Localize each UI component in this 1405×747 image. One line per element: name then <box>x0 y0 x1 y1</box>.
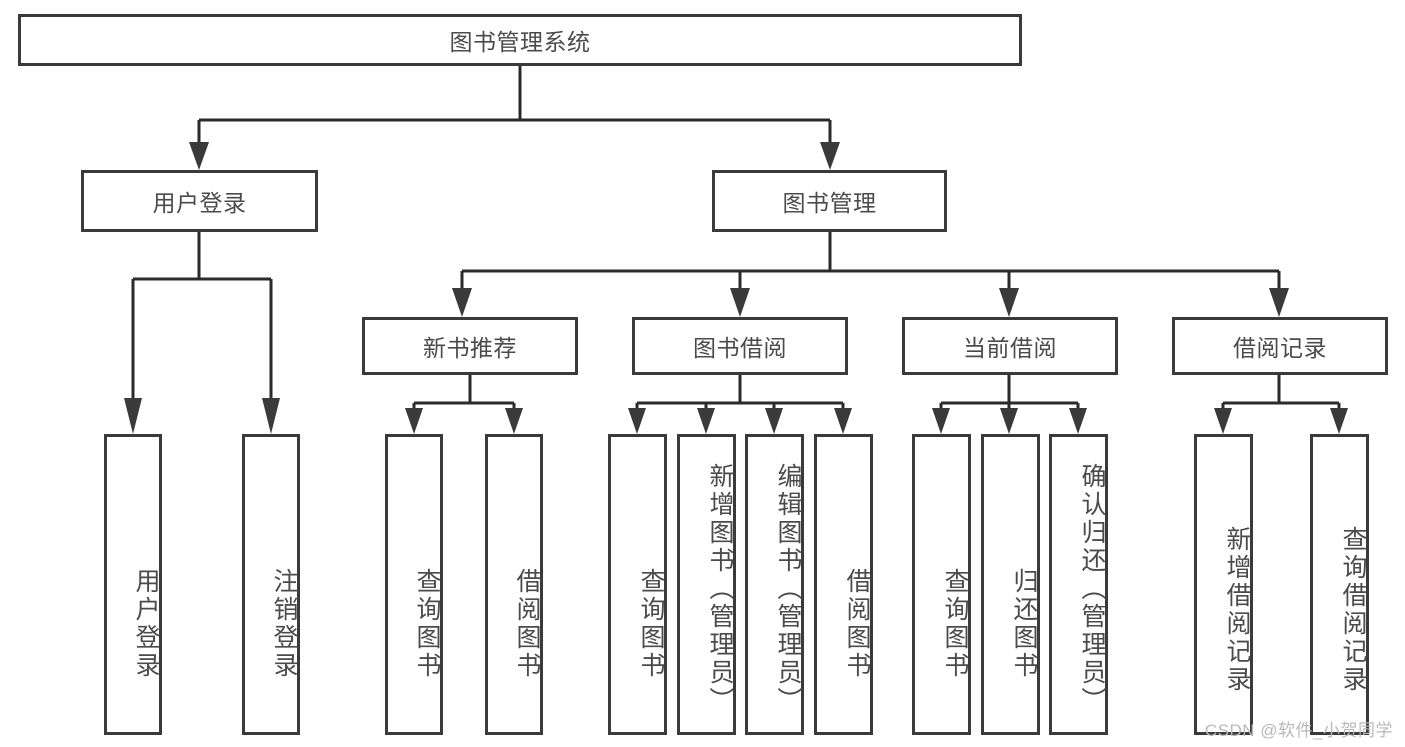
arrow-leaf-return-book <box>1000 408 1018 434</box>
arrow-leaf-borrow-book-1 <box>505 408 523 434</box>
node-label: 图书管理 <box>782 190 877 216</box>
node-label: 用户登录 <box>132 567 160 680</box>
node-label: 编辑图书（管理员） <box>774 462 802 715</box>
node-leaf-query-record[interactable]: 查询借阅记录 <box>1310 434 1369 735</box>
node-label: 借阅记录 <box>1233 335 1327 361</box>
node-current-borrow[interactable]: 当前借阅 <box>902 317 1118 375</box>
node-leaf-borrow-book-2[interactable]: 借阅图书 <box>814 434 873 735</box>
node-leaf-logout[interactable]: 注销登录 <box>242 434 300 735</box>
arrow-user-login <box>189 142 209 170</box>
arrow-current-borrow <box>999 288 1019 317</box>
node-leaf-add-book[interactable]: 新增图书（管理员） <box>677 434 736 735</box>
arrow-leaf-logout <box>262 398 280 434</box>
node-leaf-borrow-book-1[interactable]: 借阅图书 <box>485 434 543 735</box>
node-leaf-add-record[interactable]: 新增借阅记录 <box>1194 434 1253 735</box>
node-user-login[interactable]: 用户登录 <box>81 170 318 232</box>
arrow-leaf-add-record <box>1214 408 1232 434</box>
node-leaf-query-book-1[interactable]: 查询图书 <box>385 434 443 735</box>
arrow-leaf-query-book-2 <box>628 408 646 434</box>
arrow-new-book-recommend <box>452 288 472 317</box>
node-book-borrow[interactable]: 图书借阅 <box>632 317 848 375</box>
node-label: 新书推荐 <box>423 335 517 361</box>
node-label: 确认归还（管理员） <box>1078 462 1106 715</box>
node-leaf-edit-book[interactable]: 编辑图书（管理员） <box>745 434 804 735</box>
watermark-text: CSDN @软件_小贺同学 <box>1204 721 1393 740</box>
node-leaf-return-book[interactable]: 归还图书 <box>981 434 1040 735</box>
node-leaf-query-book-2[interactable]: 查询图书 <box>608 434 667 735</box>
node-label: 借阅图书 <box>843 567 871 680</box>
arrow-leaf-user-login <box>124 398 142 434</box>
node-label: 注销登录 <box>270 567 298 680</box>
node-leaf-query-book-3[interactable]: 查询图书 <box>912 434 971 735</box>
arrow-leaf-query-book-3 <box>932 408 950 434</box>
node-label: 查询图书 <box>637 567 665 680</box>
node-label: 图书借阅 <box>693 335 787 361</box>
node-label: 归还图书 <box>1010 567 1038 680</box>
node-label: 当前借阅 <box>963 335 1057 361</box>
node-new-book-recommend[interactable]: 新书推荐 <box>362 317 578 375</box>
node-label: 查询借阅记录 <box>1339 525 1367 694</box>
arrow-borrow-record <box>1269 288 1289 317</box>
node-leaf-user-login[interactable]: 用户登录 <box>104 434 162 735</box>
node-label: 用户登录 <box>152 190 247 216</box>
node-label: 新增图书（管理员） <box>706 462 734 715</box>
node-label: 新增借阅记录 <box>1223 525 1251 694</box>
arrow-leaf-query-record <box>1330 408 1348 434</box>
arrow-leaf-add-book <box>697 408 715 434</box>
node-label: 借阅图书 <box>513 567 541 680</box>
node-book-management[interactable]: 图书管理 <box>712 170 947 232</box>
node-label: 查询图书 <box>413 567 441 680</box>
node-leaf-confirm-return[interactable]: 确认归还（管理员） <box>1049 434 1108 735</box>
arrow-leaf-edit-book <box>765 408 783 434</box>
arrow-leaf-query-book-1 <box>405 408 423 434</box>
node-borrow-record[interactable]: 借阅记录 <box>1172 317 1388 375</box>
node-root-book-management-system[interactable]: 图书管理系统 <box>18 14 1022 66</box>
arrow-book-management <box>820 142 840 170</box>
arrow-book-borrow <box>730 288 750 317</box>
arrow-leaf-borrow-book-2 <box>834 408 852 434</box>
arrow-leaf-confirm-return <box>1069 408 1087 434</box>
node-label: 图书管理系统 <box>449 29 591 55</box>
node-label: 查询图书 <box>941 567 969 680</box>
